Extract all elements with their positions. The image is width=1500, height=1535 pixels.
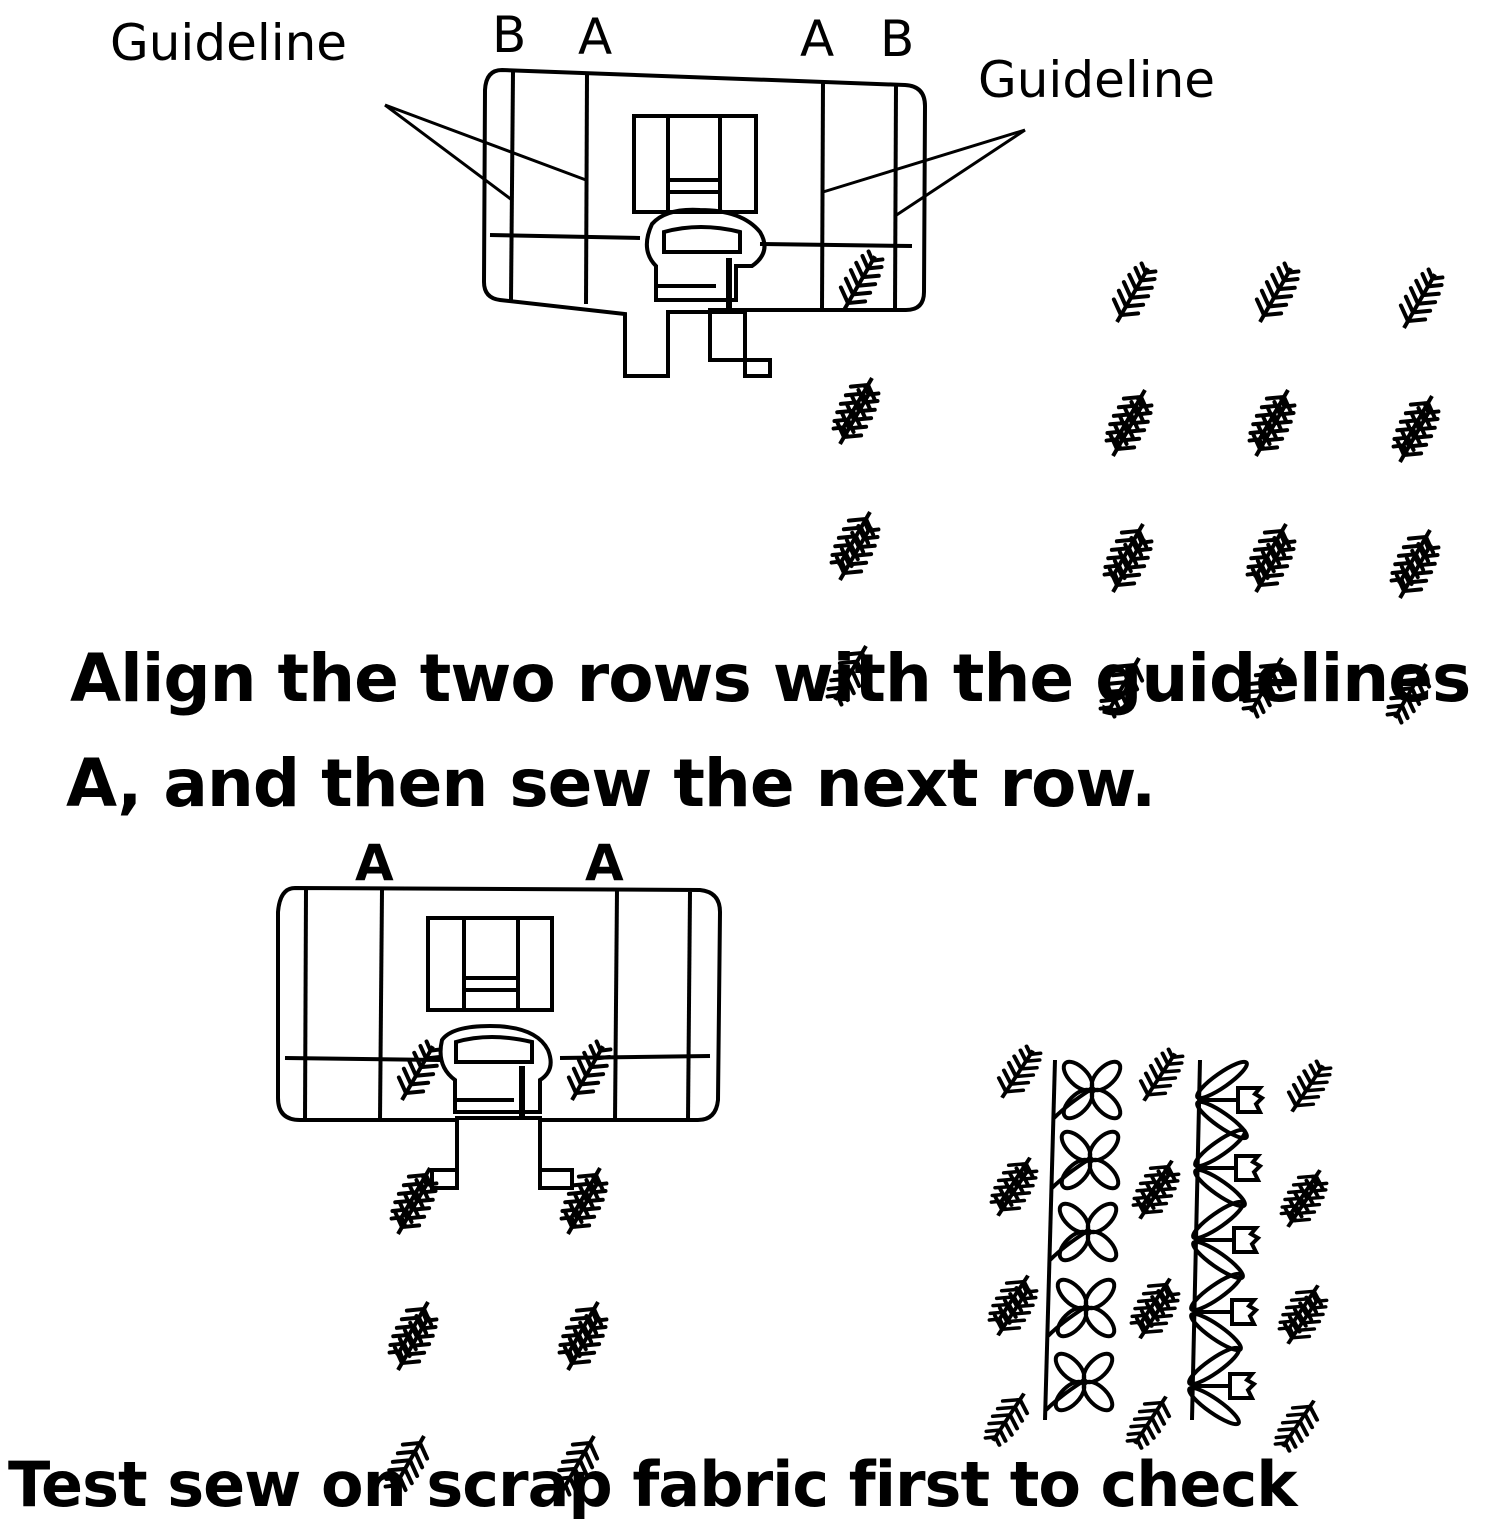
guide-letter-b-right: B [880, 10, 915, 68]
sample-fern-column-2 [1122, 1047, 1187, 1451]
guide-letter-a-left-2: A [355, 834, 394, 892]
fern-stitch-row-under-foot [822, 248, 887, 707]
sample-fern-column-1 [980, 1044, 1045, 1448]
fern-stitch-row-right-under-foot-2 [550, 1038, 615, 1497]
guideline-label-left: Guideline [110, 14, 348, 72]
instruction-line-2: A, and then sew the next row. [66, 745, 1156, 822]
presser-foot-1 [481, 67, 928, 378]
guide-letter-a-right-2: A [585, 834, 624, 892]
sample-fern-column-3 [1270, 1059, 1335, 1454]
guide-letter-a-right: A [800, 10, 835, 68]
guideline-label-right: Guideline [978, 51, 1216, 109]
guide-letter-a-left: A [578, 8, 613, 66]
presser-foot-2 [276, 885, 723, 1190]
fern-stitch-row-left-under-foot-2 [380, 1038, 445, 1497]
instruction-line-1: Align the two rows with the guidelines [70, 640, 1471, 717]
sample-tulip-column [1183, 1055, 1264, 1431]
guideline-pointers [384, 103, 1026, 218]
sample-flower-column [1043, 1054, 1128, 1421]
test-sew-note: Test sew on scrap fabric first to check [8, 1448, 1297, 1521]
guide-letter-b-left: B [492, 6, 527, 64]
